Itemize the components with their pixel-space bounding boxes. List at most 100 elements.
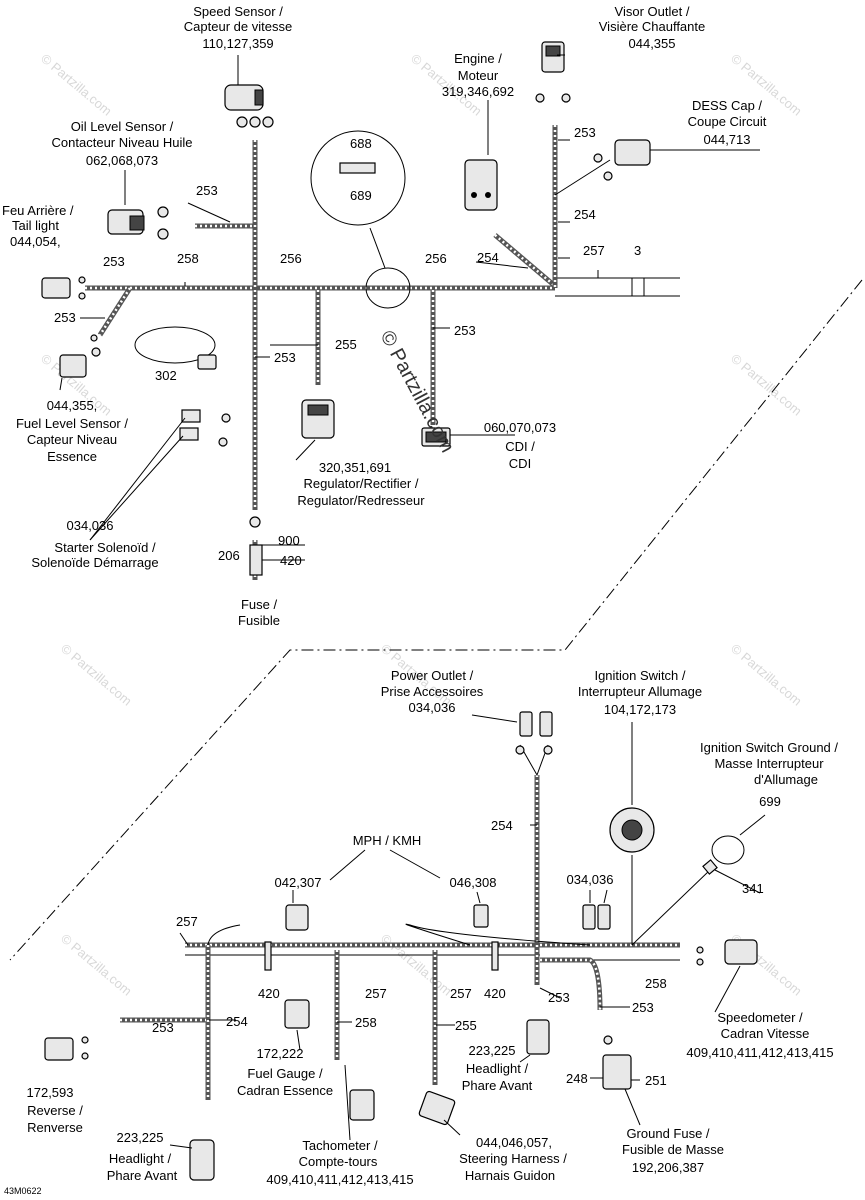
svg-text:CDI: CDI xyxy=(509,456,531,471)
reverse-connector xyxy=(44,1037,74,1061)
steering-harness-connector xyxy=(418,1090,456,1126)
tail-light-parts: 044,054, xyxy=(10,234,61,249)
headlight-left-label: Headlight / xyxy=(109,1151,172,1166)
callout-253: 253 xyxy=(274,350,296,365)
callout-257: 257 xyxy=(176,914,198,929)
ignition-ground-label: Ignition Switch Ground / xyxy=(700,740,838,755)
callout-253: 253 xyxy=(103,254,125,269)
fuel-level-label: Fuel Level Sensor / xyxy=(16,416,128,431)
cdi-parts: 060,070,073 xyxy=(484,420,556,435)
svg-text:Fusible: Fusible xyxy=(238,613,280,628)
oil-level-parts: 062,068,073 xyxy=(86,153,158,168)
top-labels: Speed Sensor / Capteur de vitesse 110,12… xyxy=(2,4,767,628)
watermarks: © Partzilla.com © Partzilla.com © Partzi… xyxy=(38,51,805,999)
figure-id: 43M0622 xyxy=(4,1186,42,1196)
callout-420: 420 xyxy=(280,553,302,568)
callout-420: 420 xyxy=(484,986,506,1001)
speedometer-connector xyxy=(724,939,758,965)
power-outlet-label: Power Outlet / xyxy=(391,668,474,683)
callout-254: 254 xyxy=(477,250,499,265)
ignition-switch-label: Ignition Switch / xyxy=(594,668,685,683)
top-leaders xyxy=(59,54,760,561)
dess-cap-label: DESS Cap / xyxy=(692,98,762,113)
gauge-connector-a xyxy=(285,904,309,931)
callout-254: 254 xyxy=(226,1014,248,1029)
callout-688: 688 xyxy=(350,136,372,151)
power-outlet-parts: 034,036 xyxy=(409,700,456,715)
callout-258: 258 xyxy=(177,251,199,266)
power-outlet-terminal-2 xyxy=(539,711,553,737)
regulator-parts: 320,351,691 xyxy=(319,460,391,475)
callout-206: 206 xyxy=(218,548,240,563)
ignition-ground-parts: 699 xyxy=(759,794,781,809)
callout-253: 253 xyxy=(196,183,218,198)
bottom-leaders xyxy=(169,714,766,1149)
callout-251: 251 xyxy=(645,1073,667,1088)
callout-257: 257 xyxy=(583,243,605,258)
ignition-ground-ring xyxy=(711,835,745,865)
callout-258: 258 xyxy=(645,976,667,991)
svg-text:Prise Accessoires: Prise Accessoires xyxy=(381,684,484,699)
cdi-label: CDI / xyxy=(505,439,535,454)
outlet-b-parts: 034,036 xyxy=(567,872,614,887)
svg-text:Capteur Niveau: Capteur Niveau xyxy=(27,432,117,447)
svg-text:Phare Avant: Phare Avant xyxy=(462,1078,533,1093)
callout-254: 254 xyxy=(574,207,596,222)
svg-text:Phare Avant: Phare Avant xyxy=(107,1168,178,1183)
watermark: © Partzilla.com xyxy=(728,351,805,419)
ground-fuse-parts: 192,206,387 xyxy=(632,1160,704,1175)
dess-cap-connector xyxy=(614,139,651,166)
watermark: © Partzilla.com xyxy=(378,931,455,999)
power-outlet-terminal-1 xyxy=(519,711,533,737)
starter-parts: 034,036 xyxy=(67,518,114,533)
svg-text:Cadran Vitesse: Cadran Vitesse xyxy=(721,1026,810,1041)
headlight-mid-label: Headlight / xyxy=(466,1061,529,1076)
callout-256: 256 xyxy=(425,251,447,266)
fuse-420-b xyxy=(491,941,499,971)
ignition-switch-parts: 104,172,173 xyxy=(604,702,676,717)
ground-fuse-holder xyxy=(602,1054,632,1090)
speed-sensor-label: Speed Sensor / xyxy=(193,4,283,19)
callout-248: 248 xyxy=(566,1071,588,1086)
callout-253: 253 xyxy=(152,1020,174,1035)
reverse-label: Reverse / xyxy=(27,1103,83,1118)
outlet-b-terminal-1 xyxy=(582,904,596,930)
dess-cap-parts: 044,713 xyxy=(704,132,751,147)
oil-level-label: Oil Level Sensor / xyxy=(71,119,174,134)
callout-253: 253 xyxy=(574,125,596,140)
callout-302: 302 xyxy=(155,368,177,383)
tail-light-label: Feu Arrière / xyxy=(2,203,74,218)
callout-253: 253 xyxy=(548,990,570,1005)
partzilla-watermark: © Partzilla.com xyxy=(376,327,459,456)
headlight-left-parts: 223,225 xyxy=(117,1130,164,1145)
bottom-labels: Power Outlet / Prise Accessoires 034,036… xyxy=(4,668,838,1196)
speedometer-label: Speedometer / xyxy=(717,1010,803,1025)
callout-420: 420 xyxy=(258,986,280,1001)
watermark: © Partzilla.com xyxy=(58,641,135,709)
section-divider xyxy=(9,279,863,961)
speedometer-parts: 409,410,411,412,413,415 xyxy=(686,1045,833,1060)
visor-outlet-parts: 044,355 xyxy=(629,36,676,51)
callout-257: 257 xyxy=(450,986,472,1001)
steering-parts: 044,046,057, xyxy=(476,1135,552,1150)
headlight-mid-connector xyxy=(526,1019,550,1055)
svg-text:Tail light: Tail light xyxy=(12,218,59,233)
tachometer-connector xyxy=(349,1089,375,1121)
svg-text:Capteur de vitesse: Capteur de vitesse xyxy=(184,19,292,34)
svg-text:Renverse: Renverse xyxy=(27,1120,83,1135)
callout-255: 255 xyxy=(335,337,357,352)
svg-text:Moteur: Moteur xyxy=(458,68,499,83)
callout-900: 900 xyxy=(278,533,300,548)
top-harness xyxy=(85,125,680,580)
tail-light-connector xyxy=(41,277,71,299)
visor-outlet-label: Visor Outlet / xyxy=(615,4,690,19)
inset-detail xyxy=(310,130,406,226)
svg-text:Essence: Essence xyxy=(47,449,97,464)
tachometer-parts: 409,410,411,412,413,415 xyxy=(266,1172,413,1187)
fuse-420-a xyxy=(264,941,272,971)
callout-257: 257 xyxy=(365,986,387,1001)
svg-text:Cadran Essence: Cadran Essence xyxy=(237,1083,333,1098)
watermark: © Partzilla.com xyxy=(58,931,135,999)
regulator-label: Regulator/Rectifier / xyxy=(304,476,419,491)
